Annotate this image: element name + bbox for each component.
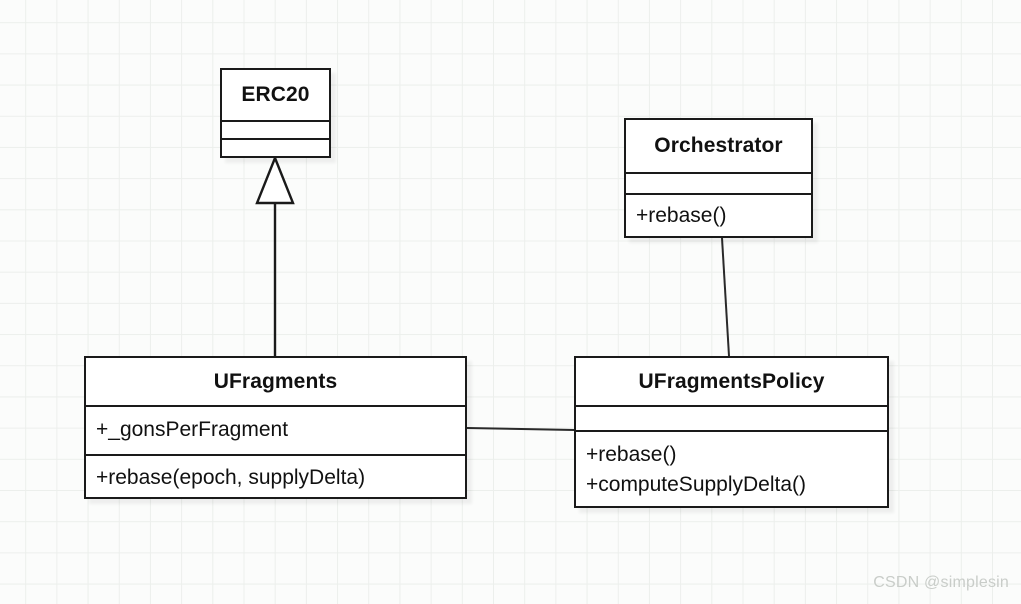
compartment-divider: [86, 454, 465, 456]
compartment-divider: [86, 405, 465, 407]
compartment-divider: [626, 172, 811, 174]
class-box-erc20[interactable]: ERC20: [220, 68, 331, 158]
class-name-compartment-erc20: ERC20: [222, 70, 329, 120]
class-name-orchestrator: Orchestrator: [654, 134, 783, 157]
compartment-divider: [626, 193, 811, 195]
methods-compartment-erc20: [222, 140, 329, 158]
compartment-divider: [576, 430, 887, 432]
compartment-divider: [576, 405, 887, 407]
method-item: +rebase(): [586, 442, 677, 466]
method-item: +computeSupplyDelta(): [586, 473, 807, 496]
method-item: +rebase(): [636, 204, 727, 228]
methods-compartment-ufragments: +rebase(epoch, supplyDelta): [86, 456, 465, 501]
association-line-ufragments-policy: [466, 427, 575, 431]
association-line-orchestrator-policy: [721, 237, 730, 357]
methods-compartment-orchestrator: +rebase(): [626, 195, 811, 238]
class-box-ufragmentspolicy[interactable]: UFragmentsPolicy +rebase() +computeSuppl…: [574, 356, 889, 508]
attribute-item: +_gonsPerFragment: [96, 418, 289, 442]
compartment-divider: [222, 120, 329, 122]
watermark-text: CSDN @simplesin: [873, 574, 1009, 591]
class-name-compartment-ufragments: UFragments: [86, 358, 465, 405]
compartment-divider: [222, 138, 329, 140]
method-item: +rebase(epoch, supplyDelta): [96, 466, 366, 490]
class-box-orchestrator[interactable]: Orchestrator +rebase(): [624, 118, 813, 238]
attributes-compartment-ufragments: +_gonsPerFragment: [86, 407, 465, 454]
class-name-erc20: ERC20: [241, 83, 310, 106]
attributes-compartment-erc20: [222, 122, 329, 138]
attributes-compartment-orchestrator: [626, 174, 811, 193]
class-name-compartment-orchestrator: Orchestrator: [626, 120, 811, 172]
methods-compartment-ufragmentspolicy: +rebase() +computeSupplyDelta(): [576, 432, 887, 508]
attributes-compartment-ufragmentspolicy: [576, 407, 887, 430]
class-name-ufragments: UFragments: [213, 369, 338, 393]
class-name-ufragmentspolicy: UFragmentsPolicy: [638, 369, 825, 393]
class-name-compartment-ufragmentspolicy: UFragmentsPolicy: [576, 358, 887, 405]
class-box-ufragments[interactable]: UFragments +_gonsPerFragment +rebase(epo…: [84, 356, 467, 499]
hollow-triangle-arrowhead-icon: [255, 154, 295, 205]
